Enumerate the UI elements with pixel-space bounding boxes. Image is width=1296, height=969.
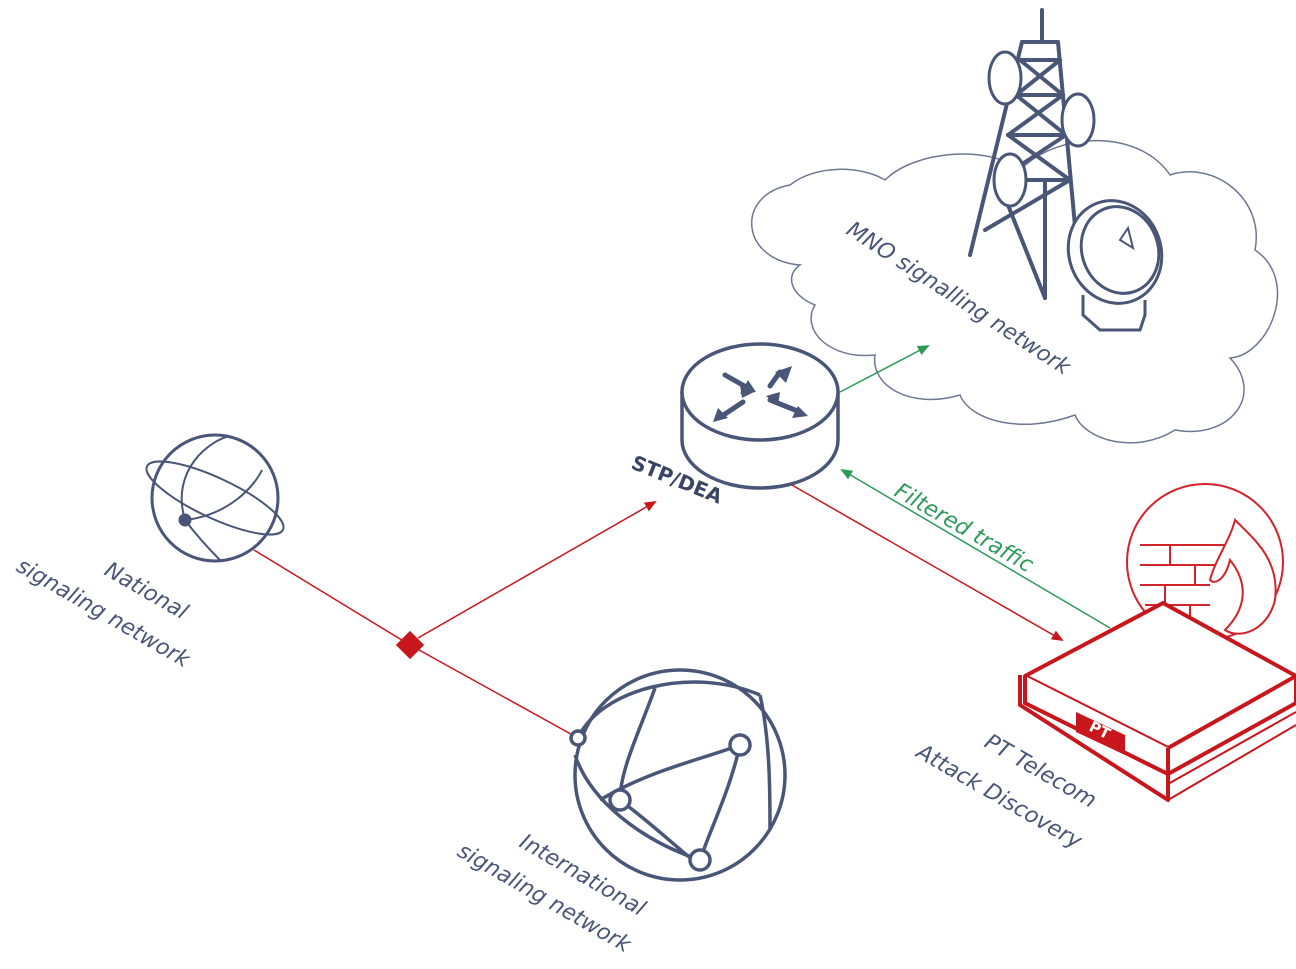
arrow-stp-to-pt <box>791 484 1064 641</box>
antenna-panels <box>987 50 1096 208</box>
globe-small-icon <box>145 433 285 563</box>
tap-diamond-icon <box>395 630 425 660</box>
link-national-tap <box>253 549 411 646</box>
server-appliance-icon <box>1018 601 1296 802</box>
link-tap-international <box>409 644 579 739</box>
satellite-dish-icon <box>1066 199 1164 332</box>
router-icon <box>680 342 840 490</box>
globe-large-icon <box>569 668 787 882</box>
arrow-filtered-to-stp <box>840 468 1111 629</box>
pt-product-label: PT Telecom Attack Discovery <box>910 730 1100 855</box>
national-network-label: National signaling network <box>12 554 195 674</box>
arrow-to-mno <box>839 345 930 393</box>
arrow-tap-to-stp <box>417 501 657 639</box>
